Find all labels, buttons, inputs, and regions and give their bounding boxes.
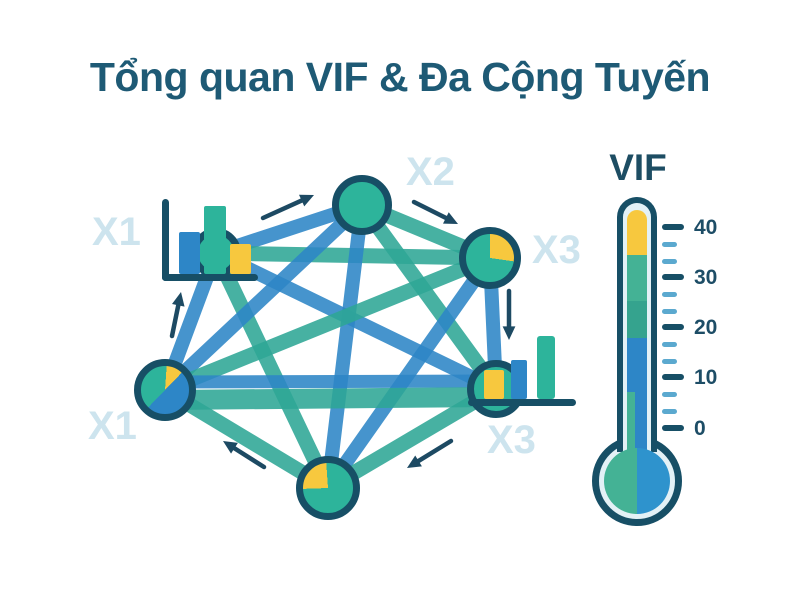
thermometer-title: VIF	[609, 147, 667, 188]
node-x2	[332, 175, 392, 235]
correlation-edge	[209, 246, 503, 396]
bar-chart-icon-bar-blue	[179, 232, 200, 274]
bar-chart-icon-bar-green-tall	[537, 336, 555, 399]
bar-chart-icon-bar-green	[204, 206, 226, 274]
correlation-edge	[354, 197, 504, 397]
scale-major-tick	[662, 224, 684, 230]
scale-major-tick	[662, 425, 684, 431]
scale-value-label: 10	[694, 366, 718, 389]
flow-arrowhead-icon	[299, 194, 314, 207]
thermometer-fluid-blue	[627, 338, 647, 392]
correlation-edge	[320, 381, 504, 496]
scale-minor-tick	[662, 342, 677, 347]
scale-minor-tick	[662, 409, 677, 414]
flow-arrowhead-icon	[502, 326, 516, 340]
thermometer-fluid-seg_teal	[627, 301, 647, 338]
correlation-edge	[321, 251, 497, 495]
variable-label: X3	[532, 228, 581, 272]
thermometer-bulb-fluid	[604, 448, 670, 514]
flow-arrow	[260, 196, 308, 221]
flow-arrow	[411, 199, 452, 222]
flow-arrowhead-icon	[443, 212, 458, 224]
bar-chart-icon-bar-yellow	[484, 370, 504, 399]
flow-arrow	[169, 299, 182, 339]
scale-minor-tick	[662, 292, 677, 297]
bar-chart-icon-bar-blue	[511, 360, 527, 399]
variable-label: X1	[92, 210, 141, 254]
node-x3-pie	[459, 227, 521, 289]
correlation-edge	[158, 198, 369, 397]
variable-label: X1	[88, 404, 137, 448]
scale-minor-tick	[662, 309, 677, 314]
correlation-edge	[155, 387, 506, 410]
thermometer-fluid-split	[627, 392, 647, 460]
scale-minor-tick	[662, 359, 677, 364]
variable-label: X2	[406, 150, 455, 194]
scale-value-label: 20	[694, 316, 718, 339]
scale-major-tick	[662, 324, 684, 330]
page-title: Tổng quan VIF & Đa Cộng Tuyến	[89, 54, 711, 100]
bar-chart-icon-y-axis	[162, 199, 169, 281]
node-x1-pie	[134, 359, 196, 421]
scale-major-tick	[662, 274, 684, 280]
thermometer-fluid-seg_green	[627, 255, 647, 301]
bar-chart-icon-x-axis	[468, 399, 576, 406]
node-hub	[296, 456, 360, 520]
bar-chart-icon-bar-green-small	[506, 379, 515, 399]
scale-major-tick	[662, 374, 684, 380]
scale-value-label: 0	[694, 417, 706, 440]
scale-value-label: 40	[694, 216, 718, 239]
bar-chart-icon-bar-yellow	[230, 244, 251, 274]
flow-arrowhead-icon	[172, 292, 185, 307]
correlation-edge	[321, 198, 369, 495]
scale-minor-tick	[662, 242, 677, 247]
thermometer-fluid-yellow	[627, 210, 647, 255]
flow-arrowhead-icon	[407, 455, 422, 468]
flow-arrowhead-icon	[223, 441, 238, 454]
correlation-edge	[158, 374, 503, 389]
variable-label: X3	[487, 418, 536, 462]
scale-value-label: 30	[694, 266, 718, 289]
flow-arrow	[229, 444, 267, 470]
scale-minor-tick	[662, 259, 677, 264]
correlation-edge	[208, 245, 336, 496]
bar-chart-icon-x-axis	[162, 274, 258, 281]
scale-minor-tick	[662, 392, 677, 397]
correlation-edge	[157, 250, 498, 398]
flow-arrow	[413, 438, 454, 466]
